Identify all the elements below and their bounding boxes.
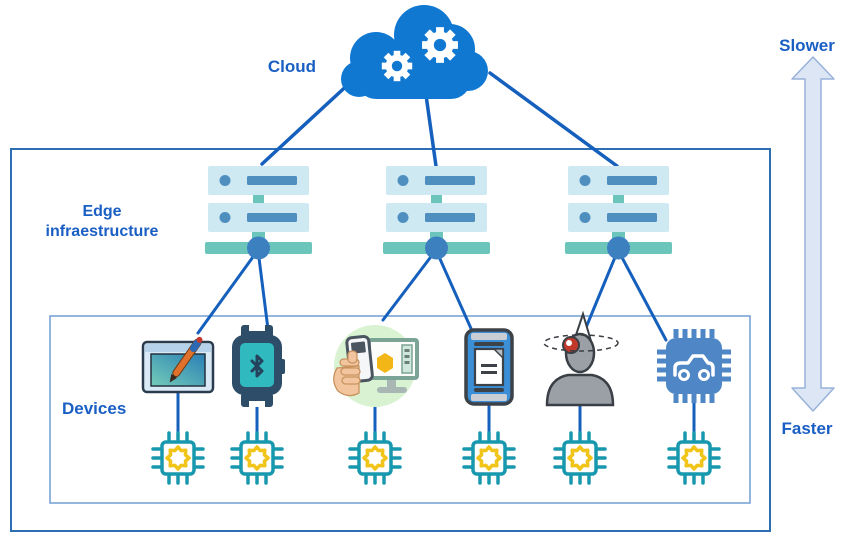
processor-chip-icon-2 [230,431,284,485]
cloud-gears-icon [341,5,488,99]
automotive-chip-icon [657,329,731,403]
edge-device-link-4 [434,248,475,335]
car-icon [673,354,715,381]
server-rack-icon-2 [383,166,490,260]
smartwatch-bluetooth-icon [232,325,285,407]
cloud-edge-link-3 [488,71,619,168]
cloud-edge-link-2 [424,93,438,168]
gear-icon [422,27,458,63]
double-headed-arrow-icon [791,56,835,412]
drawing-tablet-icon [141,336,215,394]
handheld-scanner-monitor-icon [333,325,419,407]
edge-device-link-5 [583,248,620,332]
hand-icon [333,350,361,397]
cloud-edge-link-1 [260,78,355,166]
edge-device-links [196,248,668,347]
smartphone-document-icon [464,328,514,406]
processor-chip-icon-6 [667,431,721,485]
processor-chip-icon-3 [348,431,402,485]
server-rack-icon-3 [565,166,672,260]
gear-icon [382,51,412,81]
server-rack-icon-1 [205,166,312,260]
edge-infrastructure-box [10,148,771,532]
processor-chip-icon-4 [462,431,516,485]
hexagon-shape [377,353,393,373]
document-icon [473,347,505,387]
edge-device-link-3 [381,248,438,322]
stylus-pen-icon [169,336,203,383]
processor-chip-icon-1 [151,431,205,485]
processor-chip-icon-5 [553,431,607,485]
cloud-label: Cloud [267,57,316,76]
cloud-edge-links [260,71,619,168]
devices-box [49,315,751,504]
devices-label: Devices [62,399,127,418]
edge-device-link-6 [616,248,668,342]
vr-headset-person-icon [543,310,619,407]
slower-label: Slower [779,36,835,55]
bluetooth-icon [250,354,264,378]
edge-infrastructure-label: Edge infraestructure [45,203,159,240]
edge-device-link-1 [196,248,260,335]
faster-label: Faster [781,419,833,438]
